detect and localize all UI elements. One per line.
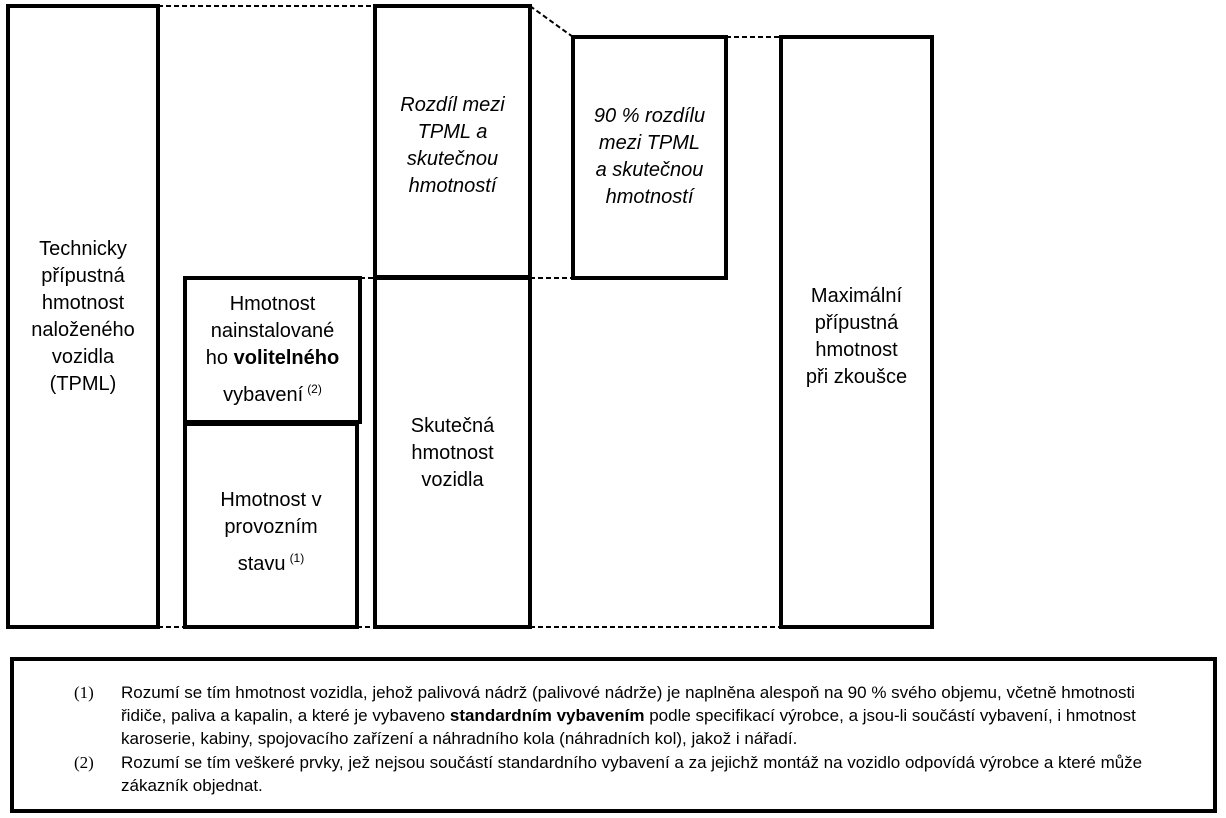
max-line: přípustná (814, 312, 899, 334)
optional-line: Hmotnost (229, 293, 316, 315)
footnote-2: (2) Rozumí se tím veškeré prvky, jež nej… (74, 751, 1184, 797)
tpml-line: Technicky (39, 237, 127, 260)
optional-line: vybavení(2) (206, 376, 339, 409)
connector-top-difference-ninety (529, 5, 574, 38)
tpml-label: Technicky přípustná hmotnost naloženého … (31, 236, 134, 398)
footnote-number: (2) (74, 753, 94, 772)
ninety-line: a skutečnou (595, 159, 704, 181)
running-order-label: Hmotnost v provozním stavu(1) (220, 487, 321, 578)
optional-line-text: vybavení (223, 384, 304, 406)
tpml-line: vozidla (51, 345, 115, 368)
difference-line: hmotností (408, 175, 497, 197)
tpml-line: naloženého (31, 318, 135, 341)
tpml-box: Technicky přípustná hmotnost naloženého … (6, 4, 160, 629)
max-line: Maximální (810, 285, 903, 307)
actual-mass-label: Skutečná hmotnost vozidla (411, 413, 494, 494)
tpml-line: přípustná (41, 264, 125, 287)
ninety-percent-box: 90 % rozdílu mezi TPML a skutečnou hmotn… (571, 35, 728, 280)
actual-line: vozidla (421, 469, 484, 491)
footnote-ref-1: (1) (289, 551, 305, 565)
ninety-line: hmotností (605, 186, 694, 208)
optional-bold-word: volitelného (233, 347, 340, 369)
footnote-bold-text: standardním vybavením (449, 706, 645, 725)
difference-line: skutečnou (406, 148, 499, 170)
optional-line: nainstalované (210, 320, 335, 342)
footnote-text-part: podle specifikací výrobce, a jsou-li sou… (121, 706, 1136, 748)
footnote-text-part: Rozumí se tím hmotnost vozidla, jehož pa… (121, 683, 1135, 725)
optional-line: ho volitelného (206, 345, 339, 372)
footnote-text: Rozumí se tím hmotnost vozidla, jehož pa… (121, 681, 1184, 750)
difference-label: Rozdíl mezi TPML a skutečnou hmotností (400, 92, 504, 200)
optional-equipment-label: Hmotnost nainstalované ho volitelného vy… (206, 291, 339, 409)
ninety-line: 90 % rozdílu (593, 105, 706, 127)
running-line: provozním (224, 516, 318, 538)
running-line: stavu(1) (220, 545, 321, 578)
ninety-line: mezi TPML (598, 132, 701, 154)
optional-line-prefix: ho (205, 347, 234, 369)
running-line-text: stavu (237, 553, 286, 575)
difference-box: Rozdíl mezi TPML a skutečnou hmotností (373, 4, 532, 279)
footnote-number: (1) (74, 683, 94, 702)
max-line: při zkoušce (805, 366, 908, 388)
footnote-1: (1) Rozumí se tím hmotnost vozidla, jeho… (74, 681, 1184, 750)
footnote-ref-2: (2) (307, 382, 322, 396)
ninety-percent-label: 90 % rozdílu mezi TPML a skutečnou hmotn… (594, 103, 705, 211)
running-order-box: Hmotnost v provozním stavu(1) (183, 422, 359, 629)
footnotes-box: (1) Rozumí se tím hmotnost vozidla, jeho… (10, 657, 1217, 813)
footnote-text-part: Rozumí se tím veškeré prvky, jež nejsou … (121, 753, 1143, 795)
actual-mass-box: Skutečná hmotnost vozidla (373, 276, 532, 629)
tpml-line: hmotnost (41, 291, 125, 314)
difference-line: Rozdíl mezi (400, 94, 505, 116)
actual-line: Skutečná (410, 415, 495, 437)
max-line: hmotnost (815, 339, 898, 361)
running-line: Hmotnost v (220, 489, 322, 511)
max-mass-label: Maximální přípustná hmotnost při zkoušce (806, 283, 907, 391)
tpml-line: (TPML) (49, 372, 117, 395)
optional-equipment-box: Hmotnost nainstalované ho volitelného vy… (183, 276, 362, 424)
max-mass-box: Maximální přípustná hmotnost při zkoušce (779, 35, 934, 629)
footnote-text: Rozumí se tím veškeré prvky, jež nejsou … (121, 751, 1184, 797)
difference-line: TPML a (417, 121, 488, 143)
actual-line: hmotnost (411, 442, 494, 464)
